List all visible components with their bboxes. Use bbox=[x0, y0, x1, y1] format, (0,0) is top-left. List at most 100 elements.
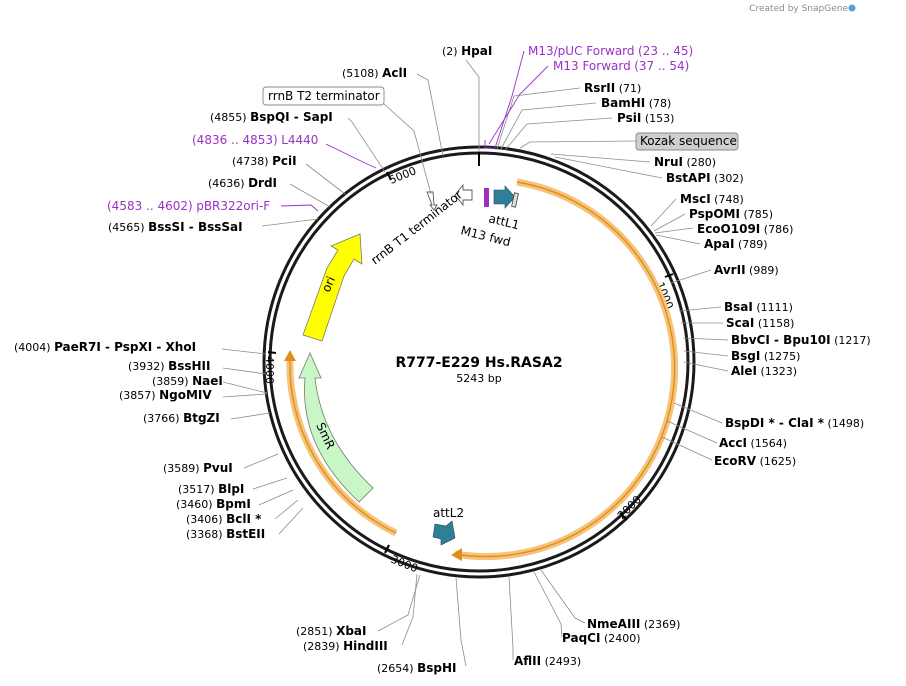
site-apai: ApaI (789) bbox=[704, 237, 768, 251]
leader-bsssi-bsssai bbox=[261, 218, 319, 227]
site-name: EcoO109I bbox=[697, 222, 760, 236]
site-nmeaiii: NmeAIII (2369) bbox=[587, 617, 680, 631]
site-psii: PsiI (153) bbox=[617, 111, 674, 125]
leader-l4440 bbox=[325, 143, 377, 169]
leader-bpmi bbox=[258, 489, 294, 506]
site-name: NmeAIII bbox=[587, 617, 640, 631]
site-name: BlpI bbox=[218, 482, 244, 496]
site-position: (2369) bbox=[644, 618, 681, 631]
leader-bspdi-clai bbox=[673, 402, 723, 424]
leader-bsteii bbox=[278, 507, 304, 535]
site-position: (3460) bbox=[176, 498, 213, 511]
leader-paer7i-pspxi-xhoi bbox=[221, 348, 267, 355]
leader-msci bbox=[650, 198, 677, 227]
site-name: NgoMIV bbox=[159, 388, 212, 402]
site-name: BamHI bbox=[601, 96, 645, 110]
leader-ecorv bbox=[661, 436, 713, 461]
site-name: BstEII bbox=[226, 527, 265, 541]
site-position: (1275) bbox=[764, 350, 801, 363]
tick-mark-2000 bbox=[619, 512, 628, 521]
site-avrii: AvrII (989) bbox=[714, 263, 779, 277]
attl1-label: attL1 bbox=[487, 211, 521, 232]
leader-bamhi bbox=[500, 102, 597, 150]
site-position: (4836 .. 4853) bbox=[192, 133, 278, 147]
site-name: BssSI - BssSaI bbox=[148, 220, 243, 234]
site-pspomi: PspOMI (785) bbox=[689, 207, 773, 221]
site-name: MscI bbox=[680, 192, 711, 206]
site-position: (280) bbox=[686, 156, 716, 169]
small-feature-icon bbox=[511, 192, 519, 208]
site-position: (1111) bbox=[756, 301, 793, 314]
ori-label: ori bbox=[319, 274, 338, 294]
tick-label-5000: 5000 bbox=[387, 164, 418, 187]
site-position: (2) bbox=[442, 45, 458, 58]
snapgene-logo-icon bbox=[848, 4, 856, 12]
site-name: BspQI - SapI bbox=[250, 110, 333, 124]
leader-nrui bbox=[550, 153, 651, 163]
site-position: (78) bbox=[649, 97, 672, 110]
plasmid-title: R777-E229 Hs.RASA2 bbox=[395, 355, 562, 371]
rrnb-t2-leader bbox=[383, 103, 432, 195]
rrnb-t2-arrow-icon bbox=[426, 191, 438, 211]
site-bsai: BsaI (1111) bbox=[724, 300, 793, 314]
site-bsteii: (3368) BstEII bbox=[186, 527, 265, 541]
leader-nmeaiii bbox=[540, 569, 586, 624]
site-position: (3517) bbox=[178, 483, 215, 496]
site-position: (3857) bbox=[119, 389, 156, 402]
site-xbai: (2851) XbaI bbox=[296, 624, 366, 638]
site-name: BspDI * - ClaI * bbox=[725, 416, 825, 430]
site-position: (3766) bbox=[143, 412, 180, 425]
site-ecorv: EcoRV (1625) bbox=[714, 454, 796, 468]
leader-aflii bbox=[508, 576, 514, 660]
site-position: (23 .. 45) bbox=[638, 44, 693, 58]
site-position: (71) bbox=[619, 82, 642, 95]
site-position: (37 .. 54) bbox=[634, 59, 689, 73]
site-position: (4636) bbox=[208, 177, 245, 190]
site-position: (1564) bbox=[750, 437, 787, 450]
rrnb-t2-terminator-label: rrnB T2 terminator bbox=[268, 89, 380, 103]
site-position: (153) bbox=[645, 112, 675, 125]
site-name: PvuI bbox=[203, 461, 233, 475]
site-name: BsaI bbox=[724, 300, 753, 314]
leader-xbai bbox=[377, 574, 421, 632]
leader-pvui bbox=[243, 453, 279, 469]
site-hpai: (2) HpaI bbox=[442, 44, 492, 58]
site-position: (4565) bbox=[108, 221, 145, 234]
leader-pcii bbox=[305, 163, 346, 195]
site-position: (1217) bbox=[834, 334, 871, 347]
leader-lines bbox=[221, 50, 729, 667]
leader-ngomiv bbox=[222, 393, 268, 398]
orf-arc bbox=[451, 178, 679, 561]
kozak-box: Kozak sequence bbox=[519, 132, 739, 151]
rrnb-t2-box: rrnB T2 terminator bbox=[262, 86, 432, 195]
site-name: BtgZI bbox=[183, 411, 220, 425]
site-name: RsrII bbox=[584, 81, 615, 95]
site-name: ApaI bbox=[704, 237, 734, 251]
leader-acli bbox=[416, 73, 444, 157]
leader-bsai bbox=[678, 306, 722, 312]
top-features: rrnB T1 terminator attL1 M13 fwd bbox=[368, 183, 521, 267]
site-msci: MscI (748) bbox=[680, 192, 744, 206]
site-bpmi: (3460) BpmI bbox=[176, 497, 251, 511]
leader-bspqi-sapi bbox=[347, 117, 386, 173]
site-name: HpaI bbox=[461, 44, 492, 58]
site-position: (2839) bbox=[303, 640, 340, 653]
tick-mark-4000 bbox=[267, 351, 277, 354]
site-name: PaeR7I - PspXI - XhoI bbox=[54, 340, 196, 354]
site-position: (5108) bbox=[342, 67, 379, 80]
site-name: HindIII bbox=[343, 639, 388, 653]
site-position: (748) bbox=[714, 193, 744, 206]
kozak-sequence-label: Kozak sequence bbox=[640, 134, 737, 148]
site-scai: ScaI (1158) bbox=[726, 316, 794, 330]
site-name: M13/pUC Forward bbox=[528, 44, 635, 58]
site-name: PciI bbox=[272, 154, 297, 168]
site-name: ScaI bbox=[726, 316, 754, 330]
site-paqci: PaqCI (2400) bbox=[562, 631, 641, 645]
leader-bbvci-bpu10i bbox=[682, 337, 729, 341]
site-nrui: NruI (280) bbox=[654, 155, 716, 169]
orf-arrowhead-icon bbox=[451, 548, 462, 561]
leader-bcli bbox=[274, 499, 299, 520]
site-ngomiv: (3857) NgoMIV bbox=[119, 388, 212, 402]
tick-mark-3000 bbox=[384, 544, 390, 554]
site-position: (2654) bbox=[377, 662, 414, 675]
